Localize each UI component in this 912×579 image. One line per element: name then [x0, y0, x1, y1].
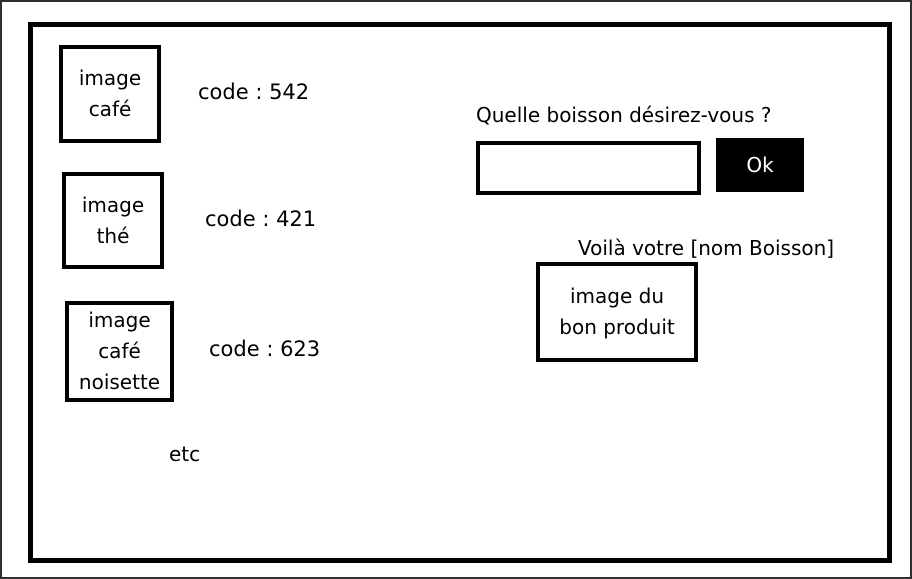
hazelnut-coffee-code-label: code : 623: [209, 337, 321, 361]
tea-image-label: image thé: [81, 192, 145, 248]
hazelnut-coffee-image-label: image café noisette: [78, 308, 161, 394]
tea-image-placeholder: image thé: [62, 172, 164, 269]
hazelnut-coffee-image-placeholder: image café noisette: [65, 301, 174, 402]
etc-label: etc: [169, 442, 201, 466]
coffee-image-placeholder: image café: [59, 45, 161, 143]
mockup-frame: [28, 22, 892, 563]
coffee-image-label: image café: [78, 66, 142, 121]
ok-button[interactable]: Ok: [716, 138, 804, 192]
product-image-label: image du bon produit: [559, 284, 675, 339]
coffee-code-label: code : 542: [198, 80, 310, 104]
drink-question: Quelle boisson désirez-vous ?: [476, 103, 772, 127]
result-message: Voilà votre [nom Boisson]: [578, 236, 835, 260]
drink-code-input[interactable]: [476, 141, 701, 195]
tea-code-label: code : 421: [205, 207, 317, 231]
product-image-placeholder: image du bon produit: [536, 262, 698, 362]
